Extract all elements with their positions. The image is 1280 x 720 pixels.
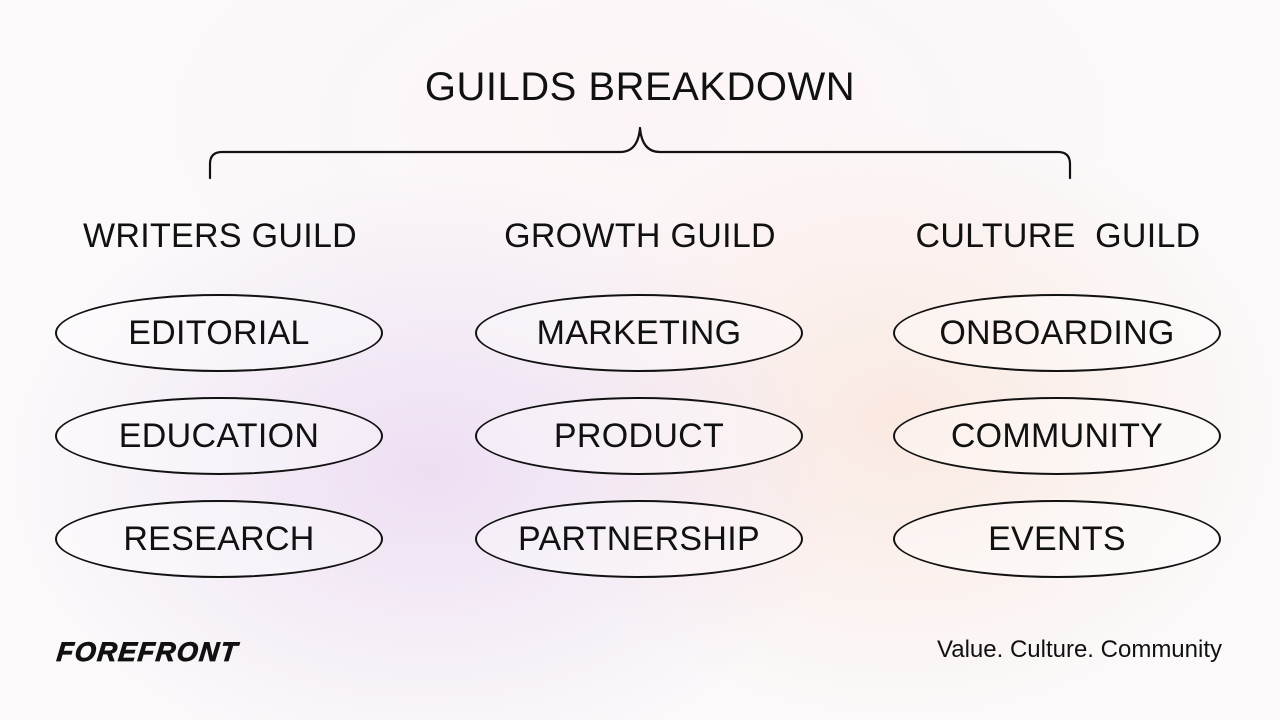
guild-heading: CULTURE GUILD [915, 217, 1201, 255]
brace-line [208, 126, 1072, 180]
guild-item: MARKETING [475, 294, 803, 372]
guild-heading: WRITERS GUILD [82, 217, 358, 255]
brand-logo: FOREFRONT [55, 637, 241, 668]
diagram-title: GUILDS BREAKDOWN [424, 65, 856, 109]
guild-item: RESEARCH [55, 500, 383, 578]
guild-item: PRODUCT [475, 397, 803, 475]
guild-column-writers: WRITERS GUILD EDITORIAL EDUCATION RESEAR… [55, 214, 385, 603]
guild-column-growth: GROWTH GUILD MARKETING PRODUCT PARTNERSH… [475, 214, 805, 603]
guild-item: ONBOARDING [893, 294, 1221, 372]
guild-item: EVENTS [893, 500, 1221, 578]
guild-item: PARTNERSHIP [475, 500, 803, 578]
guild-item: COMMUNITY [893, 397, 1221, 475]
tagline: Value. Culture. Community [937, 636, 1222, 663]
guild-item: EDITORIAL [55, 294, 383, 372]
guild-column-culture: CULTURE GUILD ONBOARDING COMMUNITY EVENT… [893, 214, 1223, 603]
guild-item: EDUCATION [55, 397, 383, 475]
guild-heading: GROWTH GUILD [504, 217, 776, 255]
